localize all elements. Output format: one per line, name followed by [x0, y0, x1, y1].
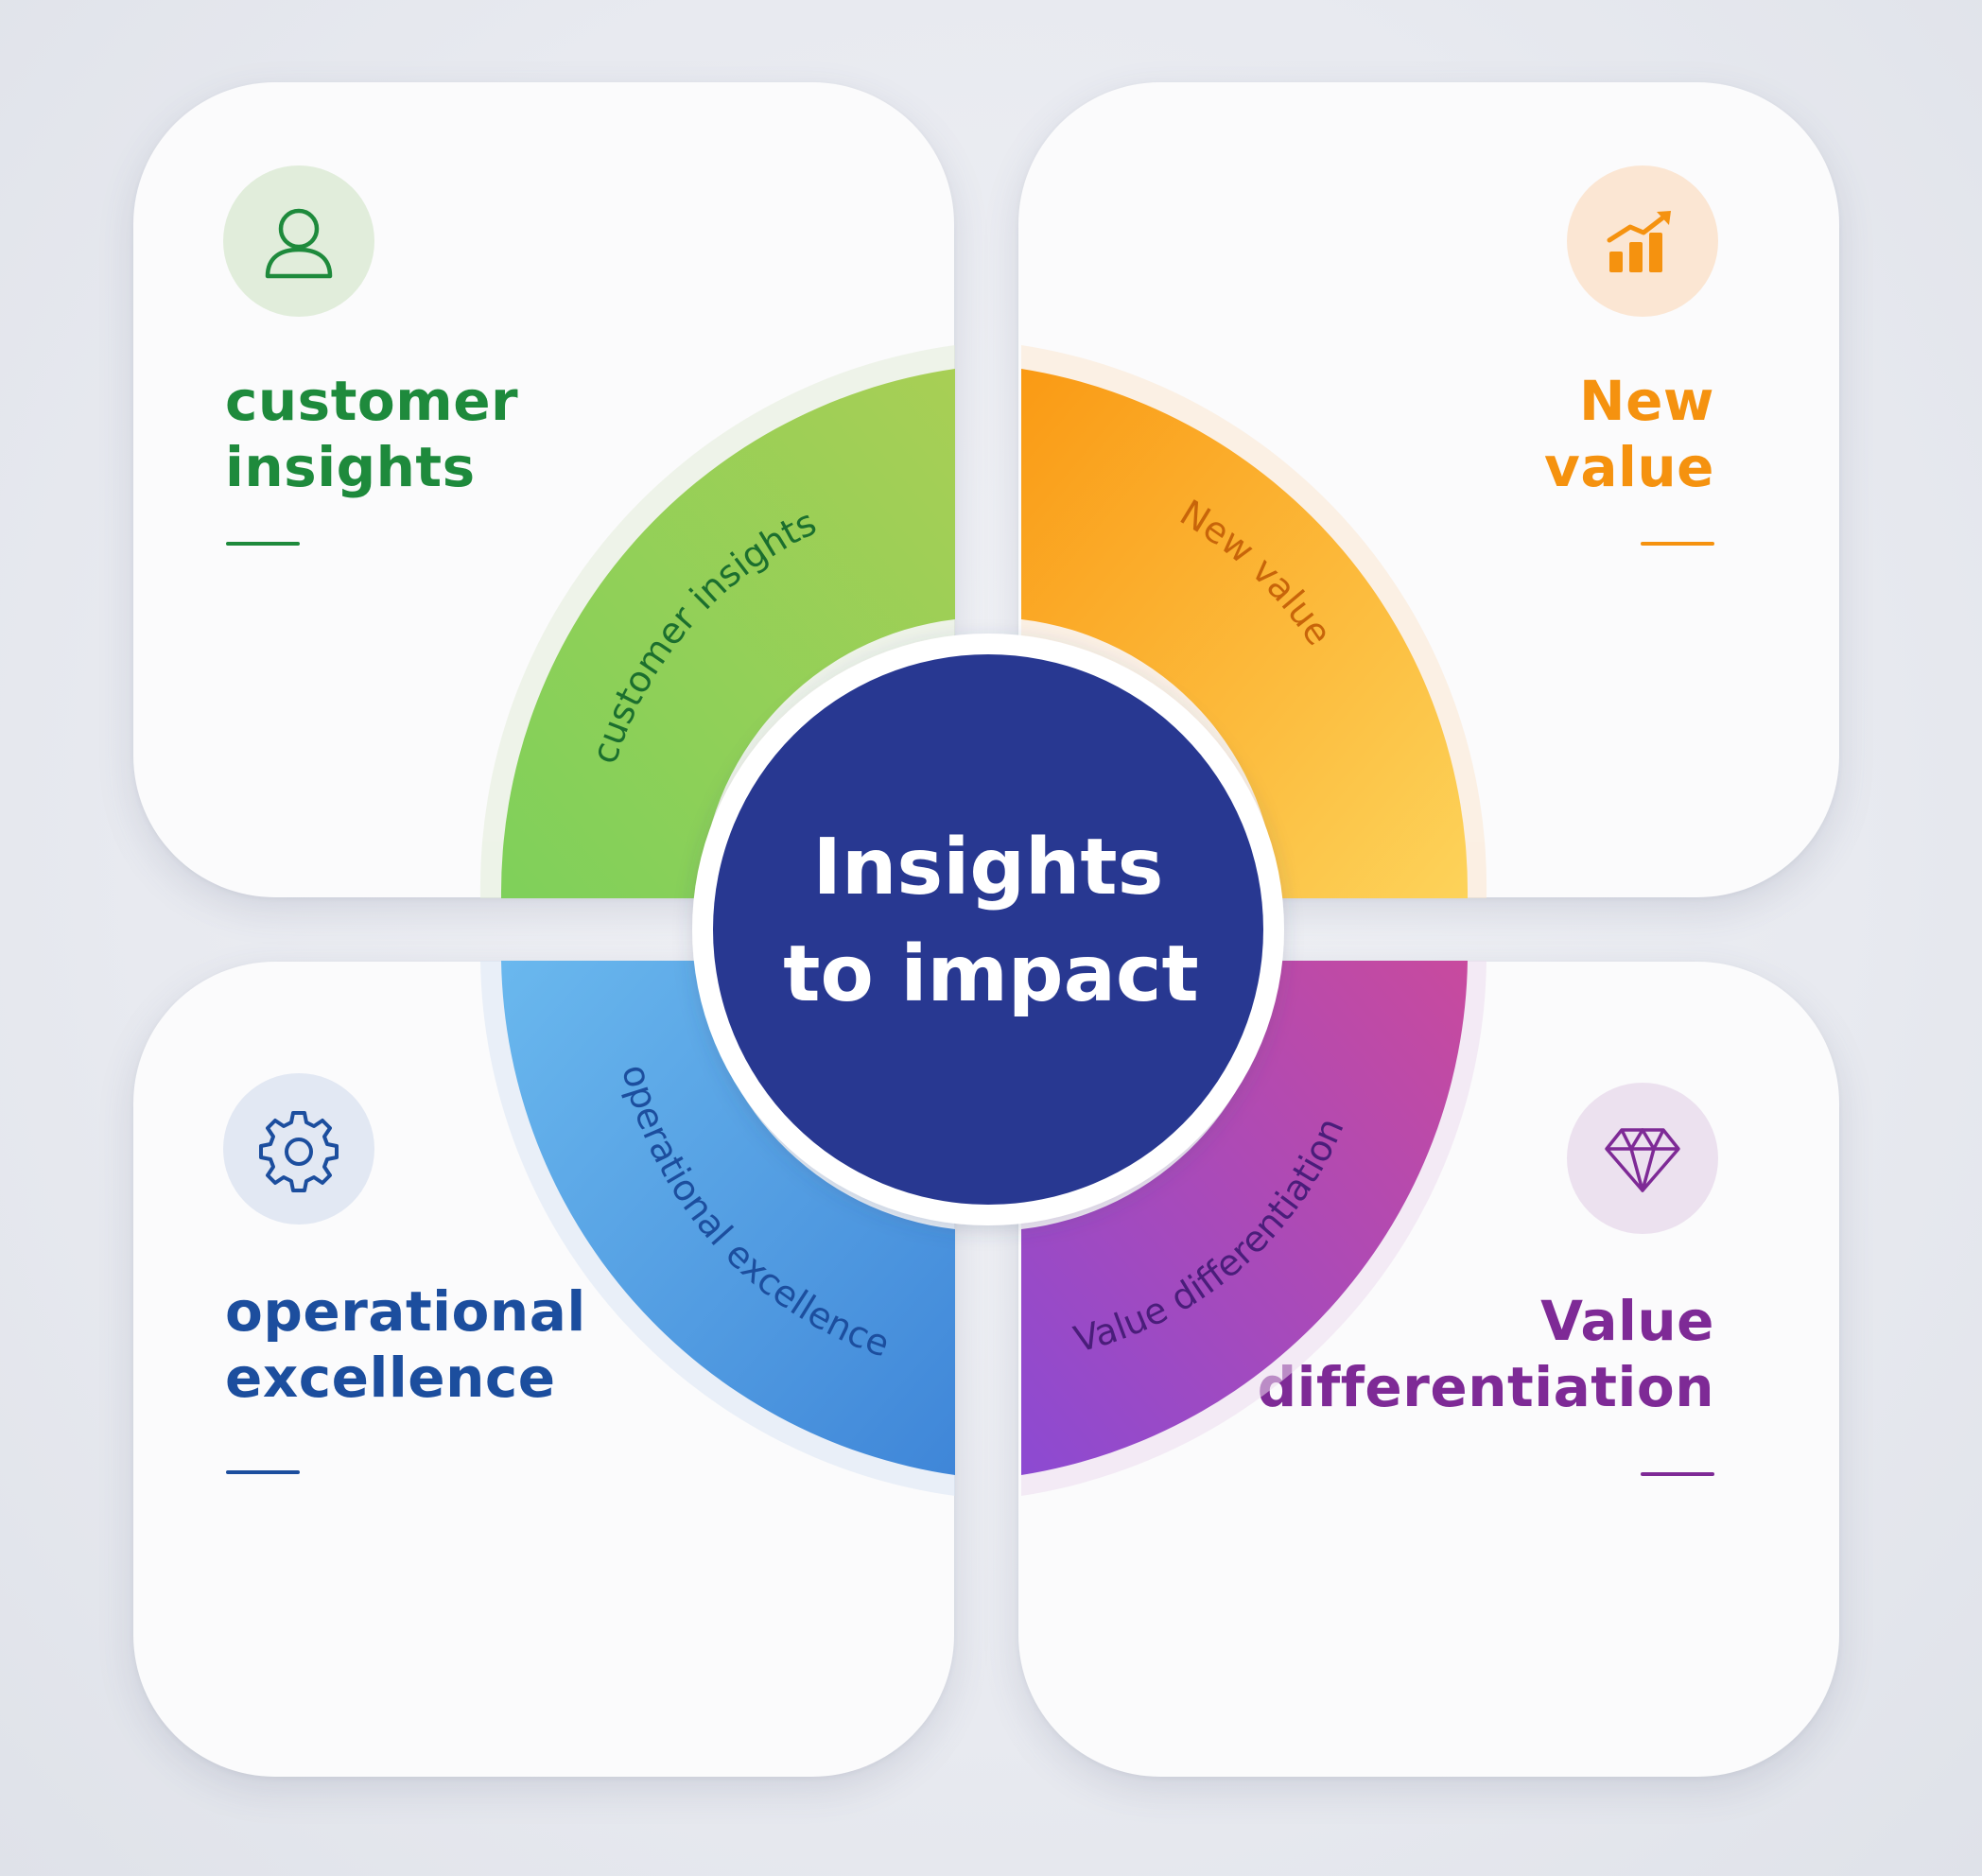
title-line-2: value — [1544, 435, 1714, 499]
title-line-2: excellence — [225, 1346, 556, 1410]
customer-insights-title: customer insights — [225, 368, 518, 500]
user-icon — [223, 165, 374, 317]
title-line-2: insights — [225, 435, 476, 499]
title-underline — [226, 542, 300, 546]
customer-insights-card: customer insights — [133, 82, 954, 897]
growth-chart-icon — [1567, 165, 1718, 317]
gear-icon — [223, 1073, 374, 1225]
title-line-1: operational — [225, 1279, 586, 1344]
title-underline — [1641, 1472, 1714, 1476]
title-line-1: New — [1579, 369, 1714, 433]
title-underline — [226, 1470, 300, 1474]
value-differentiation-title: Value differentiation — [1258, 1288, 1714, 1420]
operational-excellence-title: operational excellence — [225, 1278, 586, 1411]
new-value-card: New value — [1018, 82, 1839, 897]
operational-excellence-card: operational excellence — [133, 962, 954, 1777]
title-line-1: customer — [225, 369, 519, 433]
diamond-icon — [1567, 1083, 1718, 1234]
new-value-title: New value — [1544, 368, 1714, 500]
title-underline — [1641, 542, 1714, 546]
value-differentiation-card: Value differentiation — [1018, 962, 1839, 1777]
title-line-2: differentiation — [1257, 1355, 1714, 1419]
title-line-1: Value — [1540, 1289, 1714, 1353]
